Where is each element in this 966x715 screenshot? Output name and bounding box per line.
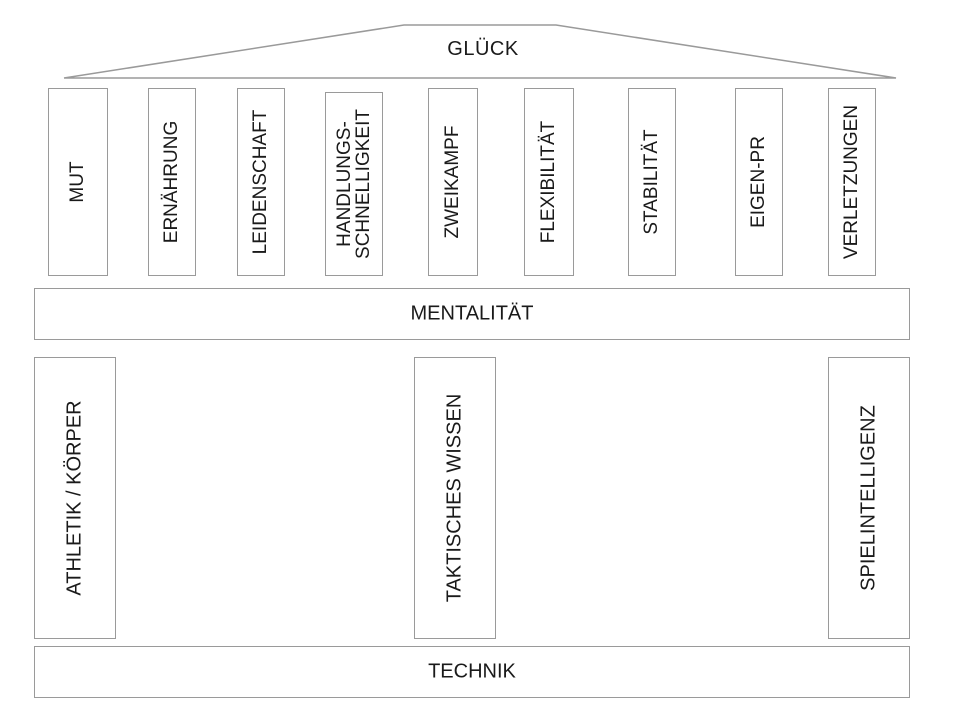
pillar-label: VERLETZUNGEN <box>841 104 862 260</box>
pillar-handlungsschnelligkeit: HANDLUNGS- SCHNELLIGKEIT <box>325 92 383 276</box>
pillar-label: STABILITÄT <box>641 129 662 235</box>
pillar-verletzungen: VERLETZUNGEN <box>828 88 876 276</box>
pillar-taktisches-wissen: TAKTISCHES WISSEN <box>414 357 496 639</box>
pillar-zweikampf: ZWEIKAMPF <box>428 88 478 276</box>
foundation-label: TECHNIK <box>428 660 516 683</box>
pillar-mut: MUT <box>48 88 108 276</box>
pillar-athletik-koerper: ATHLETIK / KÖRPER <box>34 357 116 639</box>
pillar-label-line1: HANDLUNGS- <box>334 121 355 247</box>
pillar-label: FLEXIBILITÄT <box>538 120 559 244</box>
pillar-label: HANDLUNGS- SCHNELLIGKEIT <box>334 109 374 259</box>
foundation-technik: TECHNIK <box>34 646 910 698</box>
pillar-ernaehrung: ERNÄHRUNG <box>148 88 196 276</box>
pillar-label: MUT <box>67 161 88 203</box>
roof-shape <box>63 24 897 79</box>
pillar-label: ZWEIKAMPF <box>442 125 463 239</box>
pillar-leidenschaft: LEIDENSCHAFT <box>237 88 285 276</box>
pillar-label: TAKTISCHES WISSEN <box>443 393 466 603</box>
pillar-eigen-pr: EIGEN-PR <box>735 88 783 276</box>
roof-label: GLÜCK <box>447 38 519 60</box>
pillar-label: LEIDENSCHAFT <box>250 109 271 255</box>
pillar-label: SPIELINTELLIGENZ <box>857 405 880 591</box>
mentality-label: MENTALITÄT <box>410 302 534 325</box>
pillar-label-line2: SCHNELLIGKEIT <box>353 109 374 259</box>
mentality-beam: MENTALITÄT <box>34 288 910 340</box>
pillar-label: ERNÄHRUNG <box>161 120 182 244</box>
pillar-flexibilitaet: FLEXIBILITÄT <box>524 88 574 276</box>
pillar-spielintelligenz: SPIELINTELLIGENZ <box>828 357 910 639</box>
pillar-label: ATHLETIK / KÖRPER <box>63 400 86 596</box>
pillar-label: EIGEN-PR <box>748 136 769 228</box>
pillar-stabilitaet: STABILITÄT <box>628 88 676 276</box>
